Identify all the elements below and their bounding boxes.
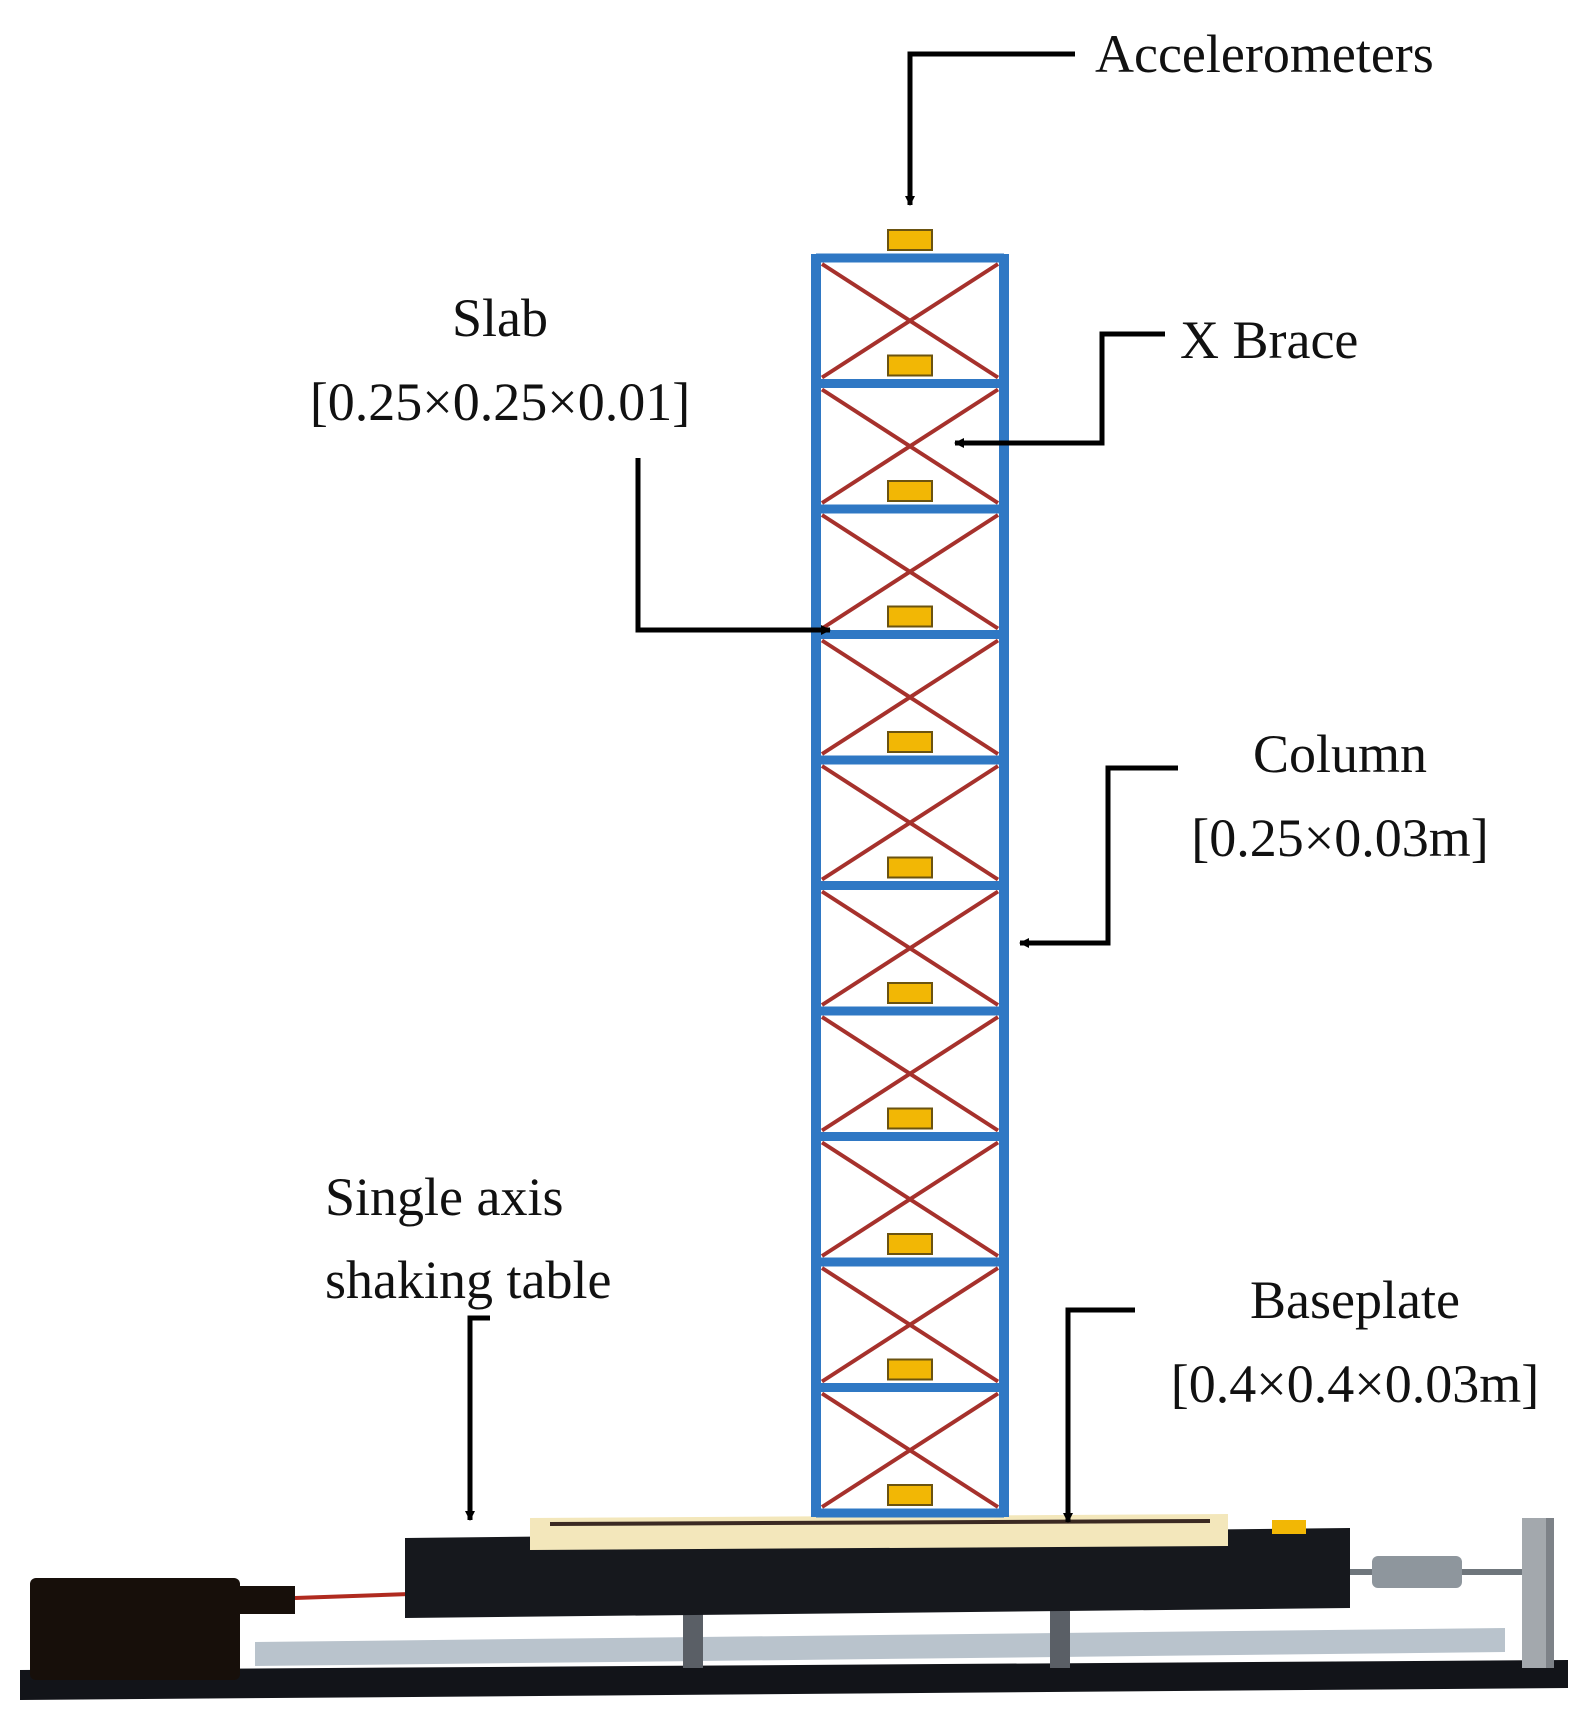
table-accelerometer bbox=[1272, 1520, 1306, 1534]
table-leg bbox=[683, 1610, 703, 1668]
braced-frame-structure bbox=[811, 229, 1009, 1518]
baseplate-edge bbox=[549, 1519, 1211, 1526]
accelerometer bbox=[887, 229, 933, 251]
accelerometer bbox=[887, 605, 933, 628]
accelerometer bbox=[887, 1484, 933, 1506]
x-brace bbox=[820, 1140, 1000, 1258]
shaking-table-body bbox=[405, 1528, 1350, 1618]
x-brace bbox=[820, 262, 1000, 380]
x-brace bbox=[820, 1015, 1000, 1133]
x-brace bbox=[820, 889, 1000, 1007]
accelerometer bbox=[887, 1233, 933, 1255]
x-brace bbox=[820, 638, 1000, 756]
shaking-table-label-line2: shaking table bbox=[325, 1250, 611, 1310]
column-dimensions-label: [0.25×0.03m] bbox=[1191, 808, 1488, 868]
shaking-table-arrow bbox=[465, 1315, 490, 1521]
labels: Accelerometers X Brace Slab [0.25×0.25×0… bbox=[310, 24, 1539, 1414]
leader-arrows bbox=[465, 51, 1178, 1523]
motor bbox=[30, 1578, 240, 1680]
x-brace bbox=[820, 1266, 1000, 1384]
accelerometers-arrow bbox=[905, 51, 1075, 206]
spring bbox=[1372, 1556, 1462, 1588]
slab-label: Slab bbox=[452, 288, 548, 348]
ground-plate bbox=[20, 1660, 1568, 1700]
end-support-shade bbox=[1546, 1518, 1554, 1668]
accelerometer bbox=[887, 480, 933, 502]
motor-coupler bbox=[240, 1586, 295, 1614]
x-brace bbox=[820, 513, 1000, 631]
motor-cable bbox=[294, 1592, 411, 1600]
column-label: Column bbox=[1253, 724, 1427, 784]
x-brace bbox=[820, 764, 1000, 882]
baseplate-dimensions-label: [0.4×0.4×0.03m] bbox=[1171, 1354, 1539, 1414]
x-brace bbox=[820, 387, 1000, 505]
accelerometers-label: Accelerometers bbox=[1095, 24, 1434, 84]
accelerometer bbox=[887, 1358, 933, 1381]
x-brace-label: X Brace bbox=[1180, 310, 1358, 370]
x-brace bbox=[820, 1391, 1000, 1509]
baseplate-arrow bbox=[1063, 1307, 1135, 1523]
accelerometer bbox=[887, 982, 933, 1004]
table-leg bbox=[1050, 1610, 1070, 1668]
guide-rail bbox=[255, 1628, 1505, 1666]
column-arrow bbox=[1019, 765, 1178, 948]
slab-dimensions-label: [0.25×0.25×0.01] bbox=[310, 372, 690, 432]
x-brace-arrow bbox=[954, 331, 1165, 448]
shaking-table-apparatus bbox=[20, 1514, 1568, 1700]
accelerometer bbox=[887, 731, 933, 753]
shaking-table-label-line1: Single axis bbox=[325, 1167, 564, 1227]
accelerometer bbox=[887, 1107, 933, 1130]
accelerometer bbox=[887, 354, 933, 377]
baseplate-label: Baseplate bbox=[1250, 1270, 1460, 1330]
slab-arrow bbox=[635, 458, 831, 635]
accelerometer bbox=[887, 856, 933, 879]
